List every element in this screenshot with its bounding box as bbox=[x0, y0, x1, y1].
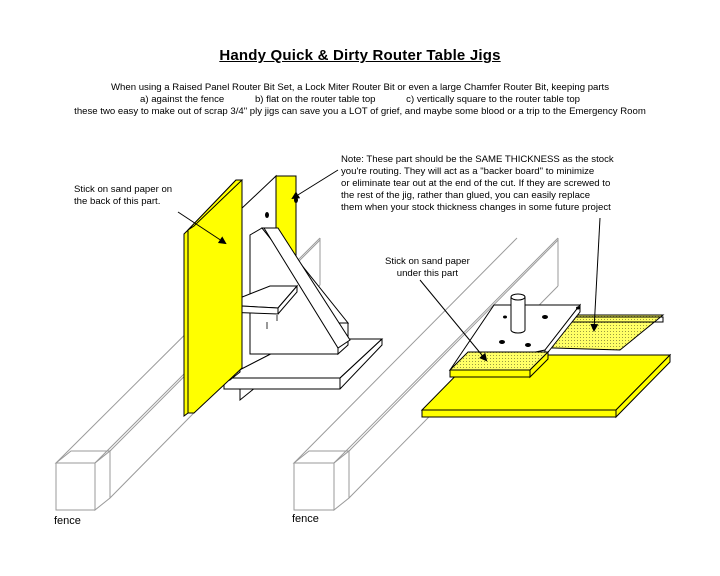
fence-label-right: fence bbox=[292, 513, 319, 525]
screw-hole bbox=[265, 212, 269, 218]
screw-hole bbox=[542, 315, 548, 319]
router-bit-post bbox=[510, 297, 526, 334]
page-title: Handy Quick & Dirty Router Table Jigs bbox=[219, 47, 501, 64]
right-fence bbox=[292, 237, 559, 512]
screw-slot bbox=[276, 314, 278, 321]
arrow-note-right bbox=[590, 217, 601, 332]
screw-slot bbox=[266, 322, 268, 329]
stick-under-label: Stick on sand paper under this part bbox=[385, 256, 470, 279]
intro-item-a: a) against the fence bbox=[140, 94, 225, 105]
intro-line-3: these two easy to make out of scrap 3/4"… bbox=[74, 106, 646, 117]
arrow-stick-under bbox=[419, 279, 488, 362]
flat-jig bbox=[420, 293, 672, 419]
screw-hole bbox=[503, 315, 507, 319]
intro-item-c: c) vertically square to the router table… bbox=[406, 94, 580, 105]
fence-label-left: fence bbox=[54, 515, 81, 527]
intro-line-1: When using a Raised Panel Router Bit Set… bbox=[110, 82, 610, 93]
vertical-jig bbox=[183, 174, 384, 417]
screw-hole bbox=[294, 197, 298, 203]
intro-line-2: a) against the fence b) flat on the rout… bbox=[0, 94, 720, 106]
note-text: Note: These part should be the SAME THIC… bbox=[341, 154, 614, 213]
arrow-stick-back bbox=[177, 211, 227, 245]
intro-item-b: b) flat on the router table top bbox=[254, 94, 376, 105]
screw-hole bbox=[499, 340, 505, 344]
stick-back-label: Stick on sand paper on the back of this … bbox=[74, 184, 173, 207]
screw-hole bbox=[525, 343, 531, 347]
callout-arrows bbox=[177, 169, 601, 362]
diagonal-brace bbox=[263, 227, 351, 349]
screw-hole bbox=[576, 306, 580, 310]
arrow-note-back bbox=[291, 169, 339, 200]
